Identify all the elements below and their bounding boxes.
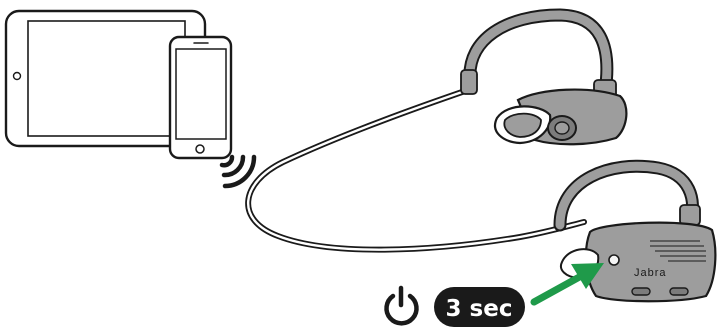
hold-duration-label: 3 sec [446,296,513,322]
rear-earpiece [495,90,626,145]
front-earpiece: Jabra [561,223,715,302]
power-icon [386,288,416,323]
front-ear-hook [560,166,700,225]
volume-button-right[interactable] [670,288,688,295]
rear-ear-hook [461,15,616,100]
hold-duration-badge: 3 sec [434,287,525,327]
multifunction-button[interactable] [609,255,619,265]
headset-brand-label: Jabra [634,267,667,279]
volume-button-left[interactable] [632,288,650,295]
wireless-signal-icon [222,157,254,186]
smartphone-icon [170,37,231,158]
